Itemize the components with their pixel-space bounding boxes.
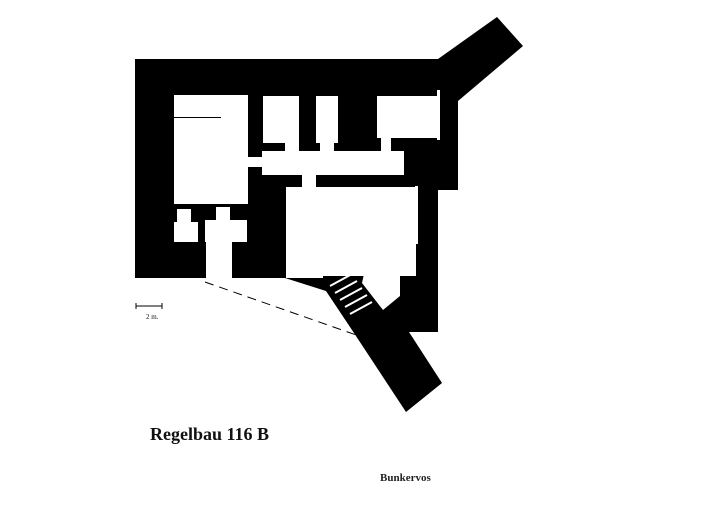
embrasure-upper [437,90,440,140]
scale-label: 2 m. [146,313,159,321]
room-large-left [174,118,248,204]
room-left-upper-block [221,95,248,125]
scale-bar [135,303,163,309]
doorway-lower-step [286,258,323,278]
stair-chamber [362,258,400,310]
stair-steps [329,273,373,315]
stair-step-1 [329,273,353,287]
stair-step-3 [339,287,363,301]
doorway-stair-top [364,244,376,258]
stair-step-2 [334,280,358,294]
corridor-main [262,151,404,175]
plan-title: Regelbau 116 B [150,424,270,444]
doorway-corridor-left [248,157,262,167]
plan-credit: Bunkervos [380,472,431,484]
exit-passage-left [206,242,232,278]
entrance-dashed-outline [204,281,363,338]
room-small-top-left [174,95,221,117]
dashed-line-1 [204,281,363,338]
room-top-2 [316,96,338,143]
room-bottom-left-b [205,220,247,242]
doorway-room-top-3 [381,138,391,151]
doorway-room-top-1 [285,143,299,151]
doorway-room-top-2 [320,143,334,151]
doorway-bottom-left [177,209,191,222]
room-top-1 [263,96,299,143]
embrasure-lower [415,186,418,244]
stair-step-4 [344,294,368,308]
room-bottom-left-a [174,222,198,242]
stair-step-5 [349,301,373,315]
doorway-bottom-left-b [216,207,230,220]
room-top-3 [377,96,439,138]
doorway-corridor-down [302,175,316,187]
